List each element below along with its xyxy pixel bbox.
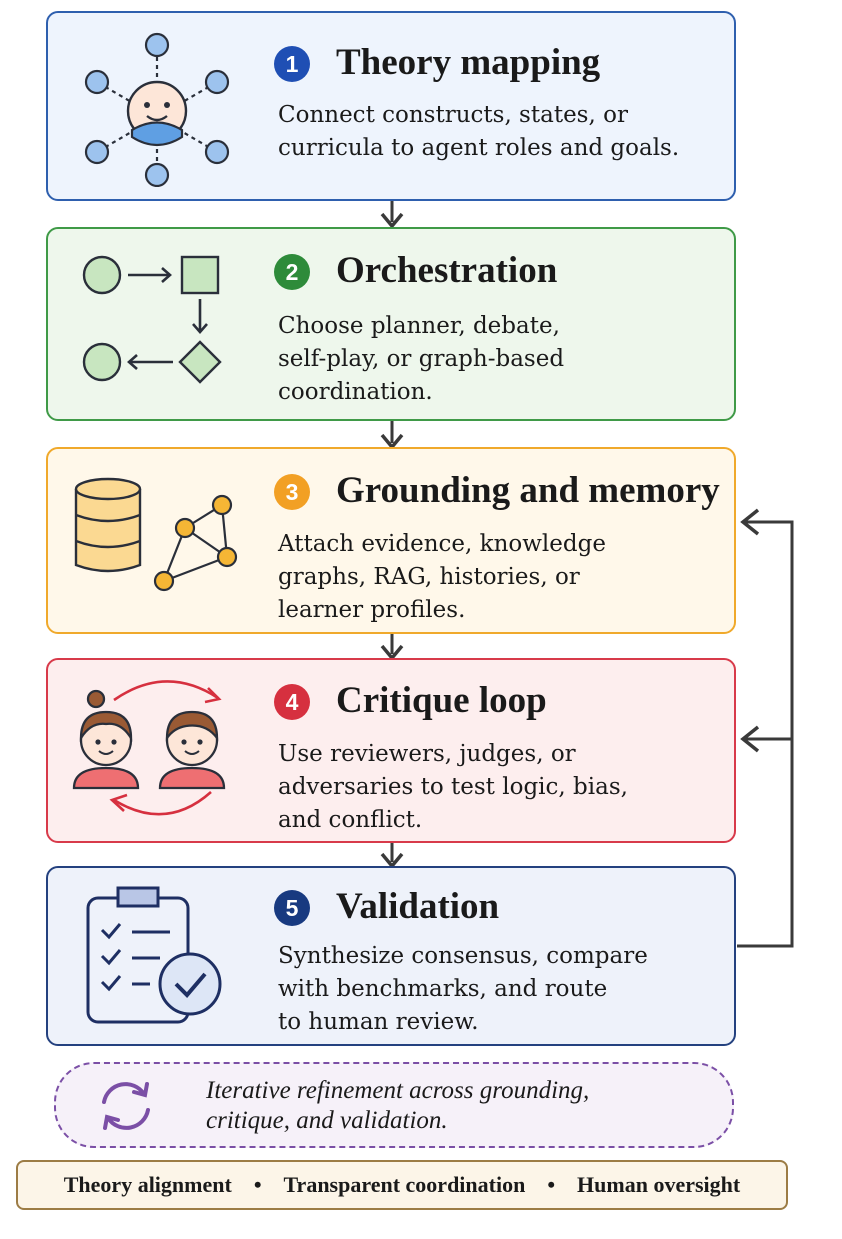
stage-title: Orchestration <box>336 250 558 291</box>
iterative-refinement-note: Iterative refinement across grounding, c… <box>54 1062 734 1148</box>
stage-title: Theory mapping <box>336 42 601 83</box>
stage-number-badge: 5 <box>274 890 310 926</box>
checklist-validation-icon <box>86 886 222 1024</box>
network-person-icon <box>84 32 230 187</box>
principle-transparent-coordination: Transparent coordination <box>283 1172 526 1197</box>
stage-description: Attach evidence, knowledge graphs, RAG, … <box>278 531 606 623</box>
principle-human-oversight: Human oversight <box>577 1172 741 1197</box>
peer-review-icon <box>72 680 226 816</box>
stage-title: Validation <box>336 886 500 927</box>
stage-theory-mapping: 1 Theory mapping Connect constructs, sta… <box>46 11 736 201</box>
stage-title: Critique loop <box>336 680 547 721</box>
stage-grounding-and-memory: 3 Grounding and memory Attach evidence, … <box>46 447 736 634</box>
stage-number-badge: 1 <box>274 46 310 82</box>
refresh-cycle-icon <box>102 1082 150 1130</box>
stage-description: Choose planner, debate, self-play, or gr… <box>278 313 565 405</box>
stage-description: Connect constructs, states, or curricula… <box>278 102 680 161</box>
stage-number-badge: 3 <box>274 474 310 510</box>
flowchart-icon <box>82 255 222 384</box>
stage-number-badge: 2 <box>274 254 310 290</box>
stage-critique-loop: 4 Critique loop Use reviewers, judges, o… <box>46 658 736 843</box>
feedback-loop-line <box>737 520 794 948</box>
principle-theory-alignment: Theory alignment <box>63 1172 232 1197</box>
stage-title: Grounding and memory <box>336 470 720 511</box>
stage-orchestration: 2 Orchestration Choose planner, debate, … <box>46 227 736 421</box>
stage-validation: 5 Validation Synthesize consensus, compa… <box>46 866 736 1046</box>
separator-dot: • <box>253 1172 262 1197</box>
stage-description: Synthesize consensus, compare with bench… <box>278 943 648 1035</box>
database-graph-icon <box>74 477 238 592</box>
stage-description: Use reviewers, judges, or adversaries to… <box>278 741 628 833</box>
refinement-text: Iterative refinement across grounding, c… <box>206 1077 590 1134</box>
stage-number-badge: 4 <box>274 684 310 720</box>
principles-footer: Theory alignment • Transparent coordinat… <box>16 1160 788 1210</box>
separator-dot: • <box>547 1172 556 1197</box>
